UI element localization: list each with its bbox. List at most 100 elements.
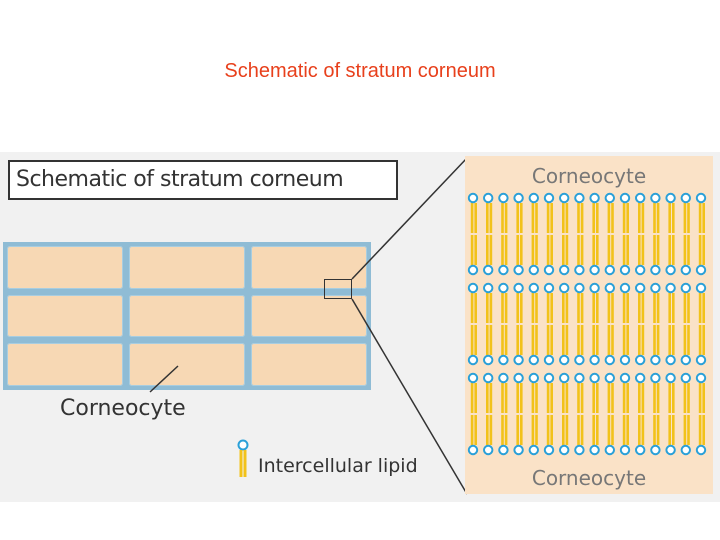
lipid-tail bbox=[641, 293, 645, 323]
lipid-head bbox=[665, 444, 676, 456]
lipid-tail bbox=[641, 235, 645, 265]
lipid-tail bbox=[611, 235, 614, 265]
lipid-tail bbox=[683, 203, 687, 233]
lipid-head bbox=[695, 444, 707, 456]
lipid-head bbox=[543, 354, 555, 366]
lipid-head bbox=[604, 192, 616, 204]
lipid-tail bbox=[486, 293, 489, 323]
lipid-tail bbox=[656, 415, 660, 445]
lipid-tail bbox=[489, 293, 493, 323]
lipid-head bbox=[665, 372, 676, 384]
lipid-tail bbox=[520, 383, 523, 413]
lipid-tail bbox=[656, 203, 660, 233]
lipid-tail bbox=[550, 235, 553, 265]
lipid-head bbox=[513, 282, 524, 294]
lipid-tail bbox=[687, 325, 690, 355]
lipid-tail bbox=[653, 415, 656, 445]
lipid-tail bbox=[577, 293, 580, 323]
lipid-tail bbox=[580, 203, 584, 233]
lipid-head bbox=[467, 192, 479, 204]
lipid-tail bbox=[516, 293, 519, 323]
lipid-tail bbox=[653, 383, 656, 413]
lipid-tail bbox=[562, 383, 565, 413]
lipid-tail bbox=[672, 235, 675, 265]
zoom-top-label: Corneocyte bbox=[531, 164, 647, 188]
lipid-tail bbox=[486, 203, 489, 233]
lipid-bilayer-view bbox=[467, 192, 707, 456]
lipid-tail bbox=[501, 383, 504, 413]
lipid-head bbox=[619, 372, 631, 384]
lipid-tail bbox=[672, 203, 675, 233]
lipid-tail bbox=[489, 235, 493, 265]
lipid-head bbox=[604, 264, 616, 276]
lipid-tail bbox=[607, 203, 611, 233]
lipid-tail bbox=[577, 235, 580, 265]
lipid-tail bbox=[504, 383, 508, 413]
lipid-tail bbox=[504, 235, 508, 265]
lipid-tail bbox=[550, 203, 553, 233]
lipid-head bbox=[528, 444, 540, 456]
slide-title: Schematic of stratum corneum bbox=[224, 60, 496, 82]
lipid-tail bbox=[702, 325, 705, 355]
corneocyte-cell bbox=[129, 246, 245, 289]
lipid-head bbox=[543, 264, 555, 276]
corneocyte-cell bbox=[7, 343, 123, 386]
stratum-corneum-figure: Schematic of stratum corneum Corneocyte … bbox=[0, 152, 720, 502]
lipid-tail bbox=[611, 203, 614, 233]
lipid-tail bbox=[489, 383, 493, 413]
lipid-tail bbox=[638, 235, 641, 265]
zoom-bottom-label: Corneocyte bbox=[531, 466, 647, 490]
lipid-tail bbox=[668, 325, 671, 355]
lipid-tail bbox=[486, 325, 489, 355]
lipid-tail bbox=[683, 325, 687, 355]
lipid-tail bbox=[531, 383, 535, 413]
lipid-head bbox=[680, 282, 692, 294]
corneocyte-cell bbox=[129, 294, 245, 338]
lipid-tail bbox=[535, 325, 538, 355]
lipid-tail bbox=[550, 325, 553, 355]
lipid-head bbox=[665, 282, 676, 294]
lipid-tail bbox=[698, 235, 702, 265]
lipid-tail bbox=[641, 383, 645, 413]
lipid-tail bbox=[672, 383, 675, 413]
lipid-tail bbox=[592, 325, 595, 355]
lipid-tail bbox=[535, 383, 538, 413]
lipid-tail bbox=[562, 415, 565, 445]
lipid-tail bbox=[546, 415, 550, 445]
lipid-head bbox=[528, 264, 540, 276]
lipid-tail bbox=[611, 325, 614, 355]
corneocyte-cell bbox=[129, 343, 245, 386]
lipid-tail bbox=[596, 203, 599, 233]
corneocyte-cell bbox=[251, 343, 367, 386]
lipid-head bbox=[680, 444, 692, 456]
lipid-tail bbox=[683, 415, 687, 445]
lipid-head bbox=[665, 192, 676, 204]
lipid-head bbox=[665, 264, 676, 276]
lipid-head bbox=[680, 372, 692, 384]
lipid-tail bbox=[596, 325, 599, 355]
lipid-tail bbox=[474, 203, 477, 233]
lipid-tail bbox=[489, 203, 493, 233]
lipid-head bbox=[559, 282, 570, 294]
lipid-tail bbox=[577, 203, 580, 233]
lipid-head bbox=[574, 264, 585, 276]
lipid-tail bbox=[546, 325, 550, 355]
lipid-tail bbox=[516, 235, 519, 265]
lipid-head bbox=[589, 372, 600, 384]
lipid-tail bbox=[622, 383, 626, 413]
lipid-tail bbox=[562, 325, 565, 355]
lipid-tail bbox=[546, 203, 550, 233]
lipid-head bbox=[513, 444, 524, 456]
lipid-head bbox=[483, 282, 494, 294]
lipid-tail bbox=[607, 293, 611, 323]
lipid-tail bbox=[501, 325, 504, 355]
lipid-tail bbox=[546, 235, 550, 265]
lipid-tail bbox=[592, 293, 595, 323]
lipid-tail bbox=[504, 203, 508, 233]
lipid-head bbox=[574, 372, 585, 384]
lipid-tail bbox=[562, 203, 565, 233]
lipid-tail bbox=[516, 203, 519, 233]
lipid-head bbox=[483, 354, 494, 366]
lipid-head bbox=[619, 264, 631, 276]
lipid-tail bbox=[641, 415, 645, 445]
